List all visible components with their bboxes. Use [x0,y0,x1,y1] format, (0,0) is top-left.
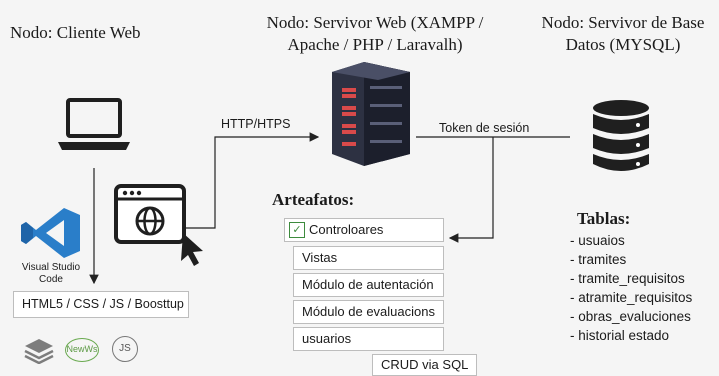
token-label: Token de sesión [439,121,530,135]
client-stack-box: HTML5 / CSS / JS / Boosttup [13,291,189,318]
laptop-icon [58,98,130,150]
artifacts-title: Arteafatos: [272,190,355,209]
database-icon [593,100,649,171]
db-server-node-title-line2: Datos (MYSQL) [565,35,681,54]
artifact-item: ✓ Controloares [284,218,444,242]
vscode-logo-icon [21,208,80,258]
table-list-item: - historial estado [570,328,670,343]
browser-to-server-arrow [183,132,320,229]
crud-box: CRUD via SQL [372,354,477,376]
client-node-title: Nodo: Cliente Web [10,23,141,42]
artifact-item: Módulo de evaluacions [293,300,444,324]
db-to-artifacts-arrow [448,137,494,243]
table-list-item: - tramite_requisitos [570,271,685,286]
table-list-item: - obras_evaluciones [570,309,691,324]
vscode-label-line1: Visual Studio [21,262,81,273]
js-badge: JS [112,336,138,362]
db-server-node-title-line1: Nodo: Servivor de Base [541,13,705,32]
web-server-node-title-line2: Apache / PHP / Laravalh) [287,35,463,54]
vscode-label-line2: Code [39,274,63,285]
table-list-item: - tramites [570,252,627,267]
web-server-node-title-line1: Nodo: Servivor Web (XAMPP / [266,13,484,32]
artifact-item: Vistas [293,246,444,270]
server-rack-icon [332,62,410,166]
check-icon: ✓ [289,222,305,238]
table-list-item: - atramite_requisitos [570,290,693,305]
news-badge: NewWs [65,338,99,362]
browser-globe-icon [114,184,203,266]
artifact-item: Módulo de autentación [293,273,444,297]
artifact-item: usuarios [293,327,444,351]
layers-icon [24,339,54,364]
artifact-item-label: Controloares [309,222,384,237]
http-label: HTTP/HTPS [221,117,291,131]
table-list-item: - usuaios [570,233,625,248]
tables-title: Tablas: [577,209,631,228]
